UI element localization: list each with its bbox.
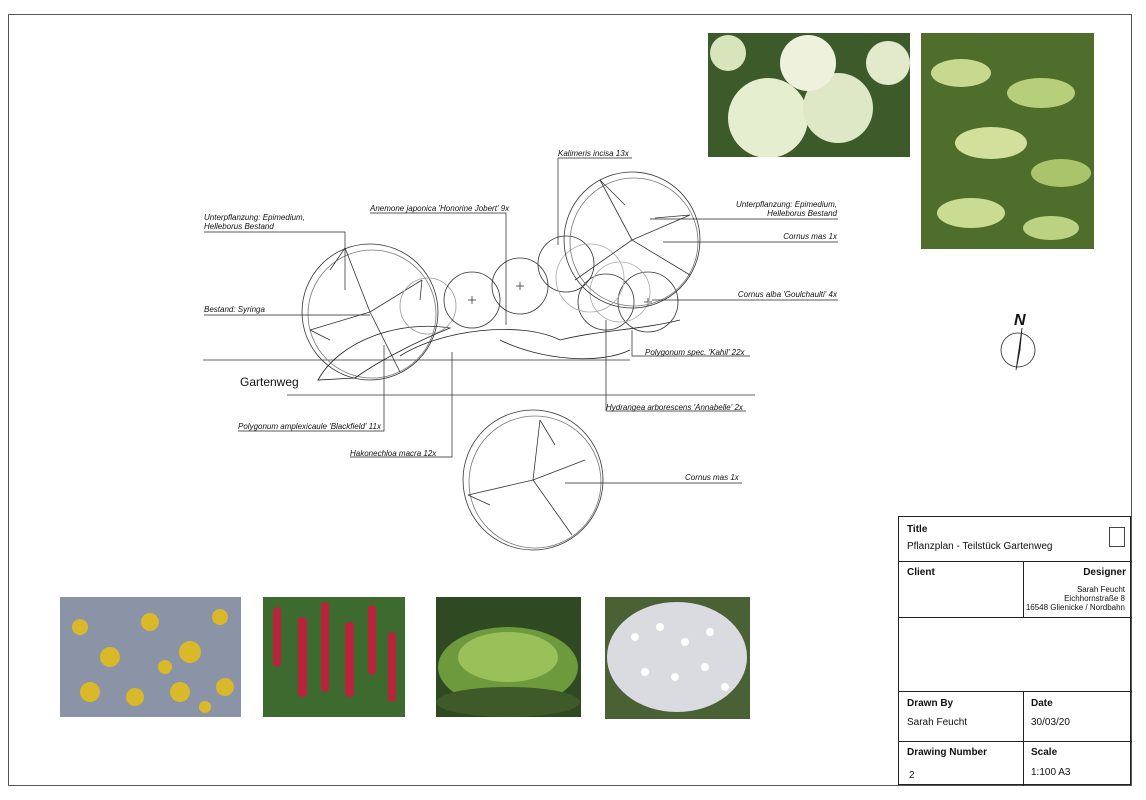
photo-polygonum: [263, 597, 405, 717]
title-block: Title Pflanzplan - Teilstück Gartenweg C…: [898, 516, 1132, 786]
drawing-number-value: 2: [909, 770, 915, 781]
photo-kalimeris: [605, 597, 750, 719]
north-label: N: [1014, 312, 1026, 329]
designer-address: Sarah Feucht Eichhornstraße 8 16548 Glie…: [1025, 585, 1125, 612]
drawn-by-heading: Drawn By: [907, 698, 954, 709]
client-heading: Client: [907, 567, 935, 578]
title-heading: Title: [907, 524, 928, 535]
shrub-symbol-bottom: [462, 409, 604, 551]
photo-cornus-mas: [60, 597, 241, 717]
date-value: 30/03/20: [1031, 717, 1070, 728]
photo-cornus-alba: [921, 33, 1094, 249]
label-kalimeris: Kalimeris incisa 13x: [558, 149, 629, 158]
title-value: Pflanzplan - Teilstück Gartenweg: [907, 541, 1053, 552]
drawing-number-heading: Drawing Number: [907, 747, 988, 758]
north-arrow: [1000, 327, 1036, 371]
label-anemone: Anemone japonica 'Honorine Jobert' 9x: [370, 204, 510, 213]
shrub-symbol-right: [563, 171, 701, 309]
leader-lines: [204, 157, 838, 484]
shrub-symbol-left: [301, 243, 439, 381]
scale-value: 1:100 A3: [1031, 767, 1071, 778]
label-polygonum-amplexicaule: Polygonum amplexicaule 'Blackfield' 11x: [238, 422, 381, 431]
date-heading: Date: [1031, 698, 1053, 709]
designer-heading: Designer: [1083, 567, 1126, 578]
drawing-sheet: [8, 14, 1132, 786]
logo-icon: [1109, 527, 1125, 547]
label-hakonechloa: Hakonechloa macra 12x: [350, 449, 437, 458]
label-bestand-syringa: Bestand: Syringa: [204, 305, 265, 314]
label-unterpflanzung-left: Unterpflanzung: Epimedium, Helleborus Be…: [204, 213, 305, 231]
label-cornus-alba: Cornus alba 'Goulchaulti' 4x: [737, 290, 837, 299]
label-polygonum-spec: Polygonum spec. 'Kahil' 22x: [645, 348, 745, 357]
label-cornus-mas-bottom: Cornus mas 1x: [685, 473, 739, 482]
path-label-gartenweg: Gartenweg: [240, 375, 299, 389]
scale-heading: Scale: [1031, 747, 1058, 758]
anemone-symbol: [443, 271, 501, 329]
label-cornus-mas-top: Cornus mas 1x: [783, 232, 837, 241]
photo-hakonechloa: [436, 597, 581, 717]
label-unterpflanzung-right: Unterpflanzung: Epimedium, Helleborus Be…: [736, 200, 837, 218]
label-hydrangea: Hydrangea arborescens 'Annabelle' 2x: [606, 403, 743, 412]
drawn-by-value: Sarah Feucht: [907, 717, 968, 728]
photo-hydrangea: [708, 33, 910, 157]
